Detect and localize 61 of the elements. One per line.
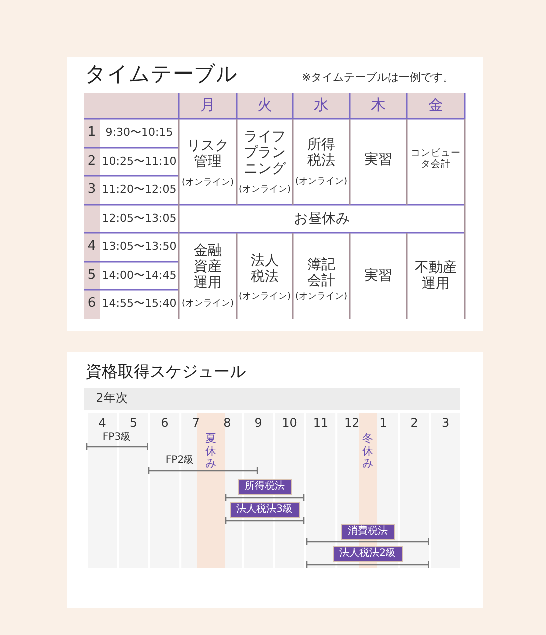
- exam-name: FP3級: [102, 432, 132, 444]
- online-note: (オンライン): [182, 298, 234, 310]
- month-number: 1: [380, 417, 388, 431]
- online-note: (オンライン): [238, 292, 292, 302]
- day-heading: 金: [428, 97, 444, 115]
- subject-name: ライフプランニング: [244, 128, 286, 178]
- month-number: 2: [410, 417, 418, 431]
- period-number: 4: [88, 240, 96, 255]
- time-range: 14:55〜15:40: [102, 298, 177, 311]
- month-number: 8: [224, 417, 232, 431]
- exam-badge: 法人税法3級: [230, 502, 300, 518]
- online-note: (オンライン): [295, 176, 348, 188]
- lunch-break-text: お昼休み: [294, 210, 350, 228]
- card-title: 資格取得スケジュール: [86, 362, 246, 383]
- subject-name: 法人税法: [251, 252, 279, 286]
- month-number: 7: [192, 417, 200, 431]
- time-range: 11:20〜12:05: [102, 184, 177, 197]
- break-label: 夏休み: [206, 433, 216, 471]
- month-number: 9: [254, 417, 262, 431]
- subject-name: コンピュータ会計: [410, 149, 462, 171]
- subject-name: リスク管理: [187, 138, 229, 170]
- online-note: (オンライン): [295, 292, 348, 302]
- period-number: 3: [88, 183, 96, 198]
- exam-name: FP2級: [166, 455, 194, 467]
- period-number: 1: [88, 126, 96, 141]
- note-text: ※タイムテーブルは一例です。: [302, 70, 454, 85]
- period-number: 5: [88, 268, 96, 284]
- month-number: 11: [313, 417, 329, 431]
- day-heading: 木: [371, 97, 386, 115]
- exam-badge: 法人税法2級: [332, 546, 403, 562]
- time-range: 14:00〜14:45: [102, 270, 177, 282]
- subject-name: 簿記会計: [308, 256, 336, 290]
- exam-badge: 所得税法: [238, 479, 292, 495]
- break-label: 冬休み: [362, 433, 374, 471]
- online-note: (オンライン): [238, 184, 292, 196]
- period-number: 6: [88, 297, 96, 312]
- year-label: 2年次: [96, 392, 128, 406]
- online-note: (オンライン): [182, 178, 234, 188]
- period-number: 2: [88, 154, 96, 170]
- month-number: 10: [282, 417, 298, 431]
- subject-name: 実習: [364, 152, 392, 168]
- month-number: 6: [161, 417, 169, 431]
- time-range: 10:25〜11:10: [102, 156, 177, 168]
- day-heading: 月: [200, 97, 216, 115]
- month-number: 4: [98, 417, 106, 431]
- timetable-card: [67, 57, 483, 331]
- day-heading: 水: [314, 97, 329, 115]
- subject-name: 不動産運用: [415, 260, 457, 292]
- schedule-card: [67, 352, 483, 608]
- day-heading: 火: [258, 97, 272, 115]
- subject-name: 所得税法: [308, 136, 336, 170]
- time-range: 12:05〜13:05: [102, 212, 177, 226]
- exam-badge: 消費税法: [340, 524, 395, 540]
- card-title: タイムテーブル: [85, 61, 238, 88]
- month-number: 3: [442, 417, 450, 431]
- subject-name: 実習: [364, 268, 392, 284]
- time-range: 9:30〜10:15: [106, 127, 174, 140]
- subject-name: 金融資産運用: [194, 242, 222, 292]
- month-number: 5: [130, 417, 138, 431]
- time-range: 13:05〜13:50: [102, 241, 177, 254]
- month-number: 12: [344, 417, 360, 431]
